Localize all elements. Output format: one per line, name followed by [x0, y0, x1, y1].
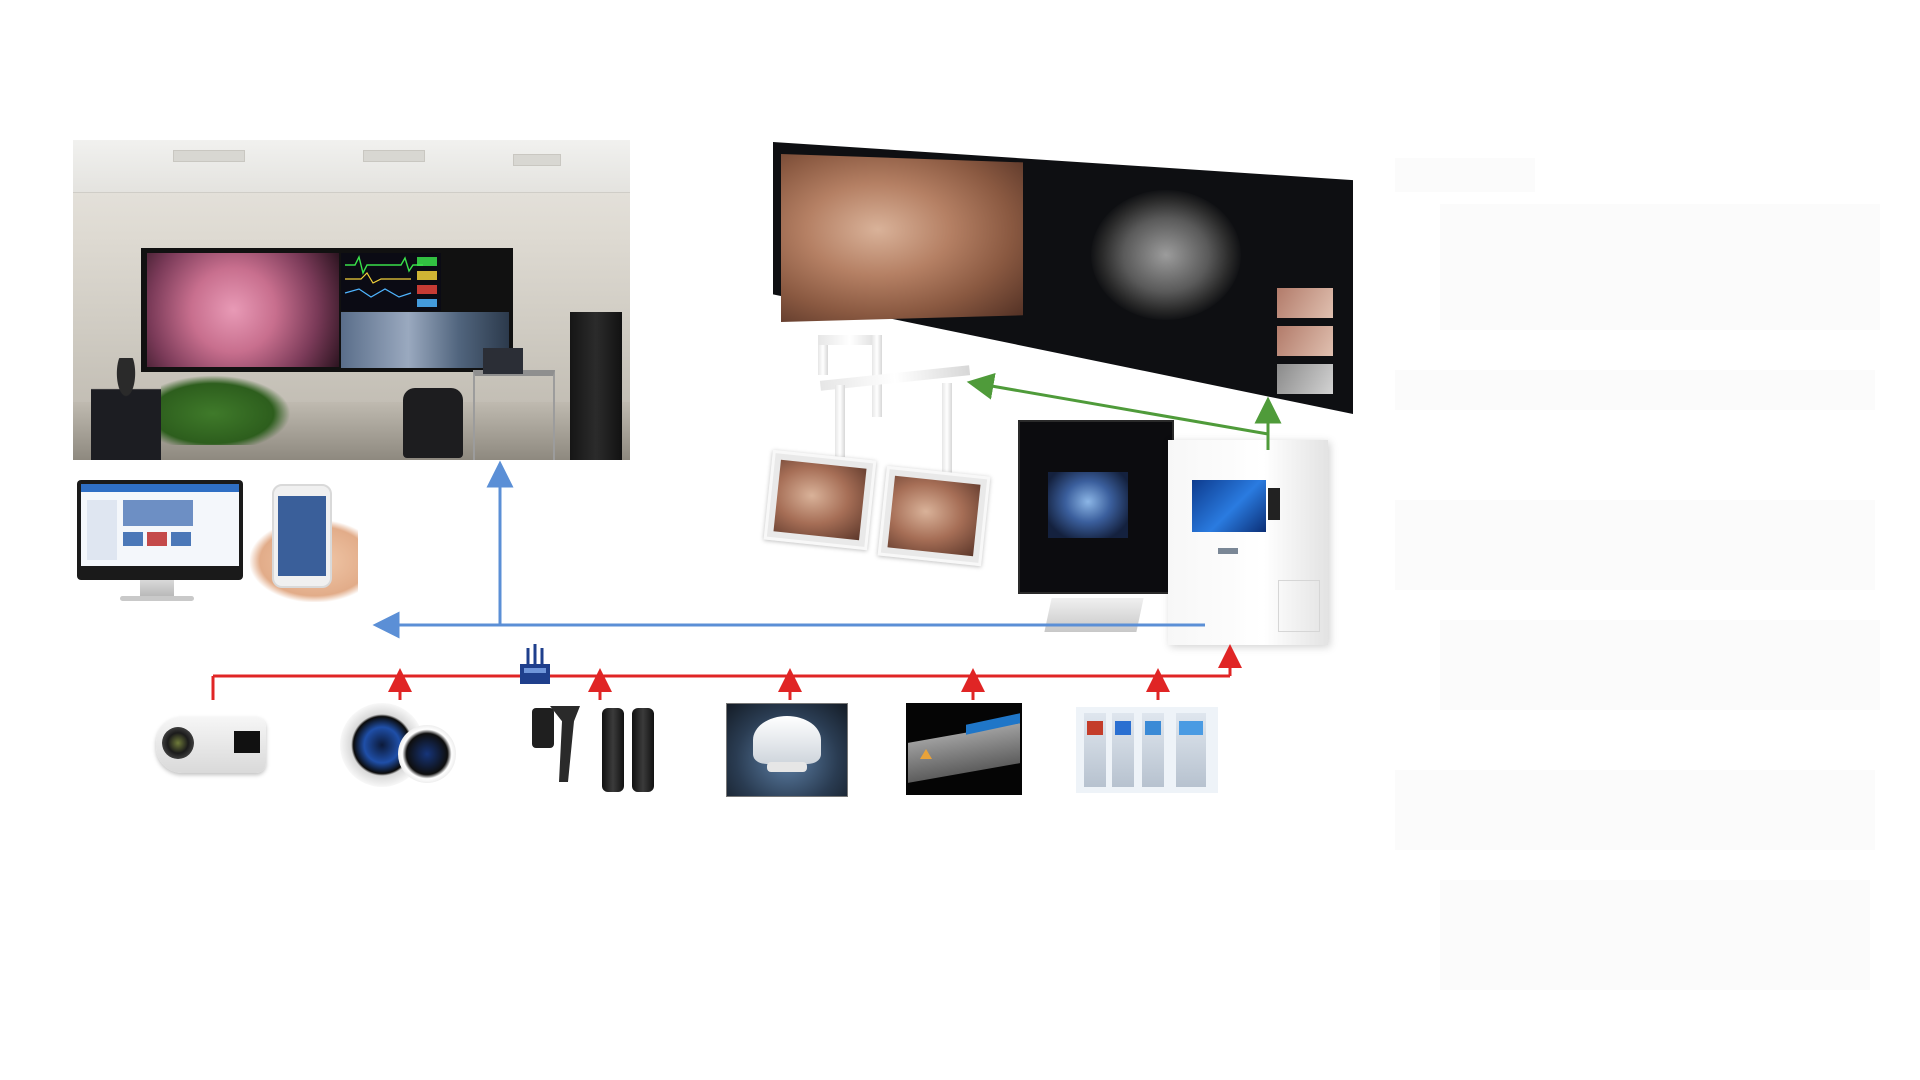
pc-base — [120, 596, 194, 601]
medical-equipment-icon — [1076, 707, 1218, 793]
drawer — [1278, 580, 1320, 632]
tower-screen — [1087, 721, 1103, 735]
ceiling-vent — [363, 150, 425, 162]
faint-band — [1440, 880, 1870, 990]
card-slot — [1268, 488, 1280, 520]
ceiling-vent — [173, 150, 245, 162]
warning-icon — [920, 749, 932, 759]
boom-arm — [942, 383, 952, 475]
recording-workstation — [1018, 420, 1330, 645]
boom-arm — [835, 385, 845, 457]
vital-signs-waveforms — [344, 254, 437, 307]
tower-screen — [1179, 721, 1203, 735]
room-ceiling — [73, 140, 630, 193]
pc-screen-header — [81, 484, 239, 492]
pc-screen-thumb — [123, 532, 143, 546]
endoscope-video — [147, 253, 339, 367]
smartphone-icon — [272, 484, 332, 588]
encoder-box-icon — [906, 703, 1022, 795]
faint-band — [1440, 204, 1880, 330]
equipment-tower — [1084, 713, 1106, 787]
tower-screen — [1115, 721, 1131, 735]
green-link-line — [966, 373, 1269, 436]
meeting-room-photo — [73, 140, 630, 460]
bodypack-transmitter — [602, 708, 624, 792]
ceiling-speaker-icon — [726, 703, 848, 797]
equipment-tower — [1176, 713, 1206, 787]
faint-band — [1395, 158, 1535, 192]
boom-arm — [818, 335, 828, 375]
pc-screen-banner — [123, 500, 193, 526]
phone-screen — [278, 496, 326, 576]
laptop-icon — [483, 348, 523, 374]
speaker-dome — [753, 716, 821, 764]
faint-band — [1440, 620, 1880, 710]
dome-lens — [398, 725, 456, 783]
ceiling-vent — [513, 154, 561, 166]
camera-lens — [162, 727, 194, 759]
desktop-monitor-icon — [77, 480, 243, 580]
equipment-tower — [1142, 713, 1164, 787]
ct-scan-image — [1091, 190, 1241, 320]
panoramic-camera-icon — [340, 703, 460, 789]
vital-signs-panel — [341, 253, 441, 311]
server-rack — [570, 312, 622, 460]
faint-band — [1395, 370, 1875, 410]
bodypack-transmitter — [632, 708, 654, 792]
workstation-screen-image — [1048, 472, 1128, 538]
surgical-display-wall — [773, 142, 1353, 414]
camera-screen — [234, 731, 260, 753]
ear-hook — [550, 706, 580, 782]
control-cabinet — [1168, 440, 1328, 645]
pc-stand — [140, 580, 174, 598]
box-camera-icon — [156, 713, 274, 775]
faint-band — [1395, 500, 1875, 590]
indicator — [1218, 548, 1238, 554]
network-switch-icon — [520, 644, 550, 684]
lapel-clip — [532, 708, 554, 748]
operating-room-video — [341, 312, 509, 368]
boom-arm — [818, 335, 882, 345]
pc-screen-thumb — [147, 532, 167, 546]
display-thumbnail — [1277, 326, 1333, 356]
display-thumbnail — [1277, 288, 1333, 318]
equipment-tower — [1112, 713, 1134, 787]
surgical-field-video — [781, 154, 1023, 322]
wireless-microphone-icon — [528, 704, 658, 794]
touchscreen-panel — [1192, 480, 1266, 532]
faint-band — [1395, 770, 1875, 850]
person-silhouette — [91, 358, 161, 460]
ceiling-boom-monitors — [760, 335, 1000, 585]
pc-screen-sidebar — [87, 500, 117, 560]
speaker-base — [767, 762, 807, 772]
workstation-monitor — [1018, 420, 1174, 594]
office-chair — [403, 388, 463, 458]
pc-screen-thumb — [171, 532, 191, 546]
tower-screen — [1145, 721, 1161, 735]
plant — [161, 375, 291, 445]
display-thumbnail — [1277, 364, 1333, 394]
